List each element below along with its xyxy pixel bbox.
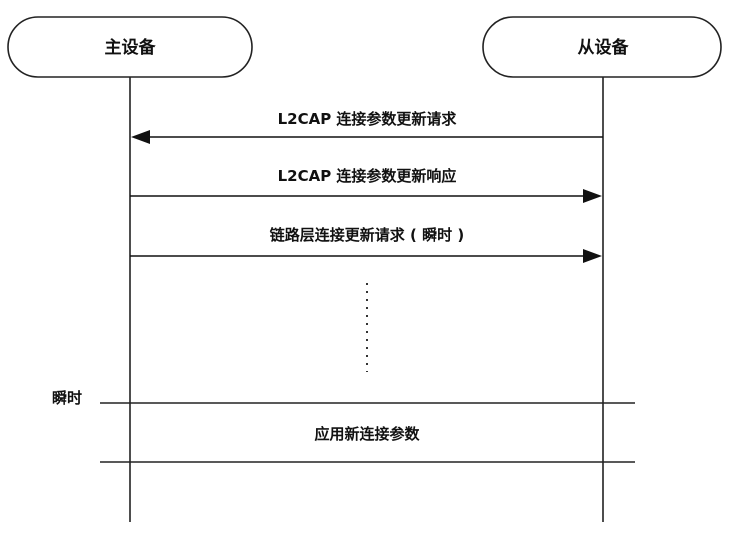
message-ll-connection-update-arrowhead [583, 249, 602, 263]
message-param-update-request: L2CAP 连接参数更新请求 [131, 110, 603, 144]
message-param-update-response: L2CAP 连接参数更新响应 [130, 167, 602, 203]
message-param-update-request-label: L2CAP 连接参数更新请求 [278, 110, 458, 128]
master-participant-label: 主设备 [105, 37, 157, 58]
slave-participant: 从设备 [482, 16, 722, 78]
master-participant: 主设备 [7, 16, 253, 78]
slave-participant-box [482, 16, 722, 78]
master-participant-box [7, 16, 253, 78]
instant-label: 瞬时 [52, 389, 82, 407]
message-param-update-request-arrowhead [131, 130, 150, 144]
apply-new-params-label: 应用新连接参数 [314, 425, 420, 443]
message-param-update-response-arrowhead [583, 189, 602, 203]
message-ll-connection-update-label: 链路层连接更新请求 ( 瞬时 ) [270, 226, 464, 244]
slave-participant-label: 从设备 [578, 37, 630, 58]
message-ll-connection-update: 链路层连接更新请求 ( 瞬时 ) [130, 226, 602, 263]
message-param-update-response-label: L2CAP 连接参数更新响应 [278, 167, 457, 185]
